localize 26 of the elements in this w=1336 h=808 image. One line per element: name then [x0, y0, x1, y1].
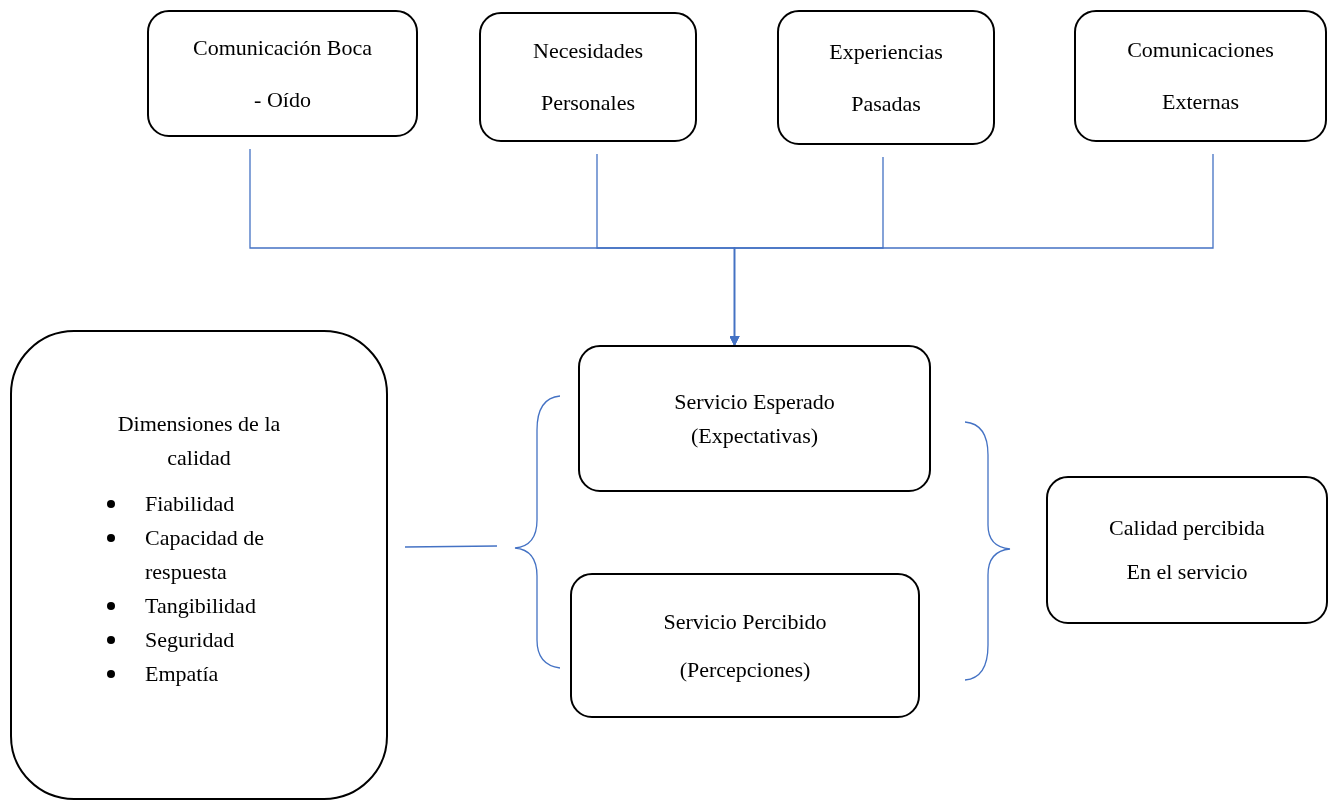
rounded-box [777, 10, 995, 145]
rounded-box [1046, 476, 1328, 624]
box-text: Calidad percibida [1109, 514, 1265, 542]
list-item: Capacidad de respuesta [145, 524, 266, 586]
rounded-box [570, 573, 920, 718]
rounded-box [10, 330, 388, 800]
list-item: Fiabilidad [145, 490, 236, 518]
box-text: Necesidades Personales [532, 37, 644, 117]
box-text: (Percepciones) [679, 655, 811, 684]
list-item: Empatía [145, 660, 220, 688]
box-text: (Expectativas) [690, 421, 819, 450]
rounded-box [147, 10, 418, 137]
box-text: Comunicaciones Externas [1126, 36, 1275, 116]
box-text: Servicio Esperado [674, 387, 835, 416]
box-text: Experiencias Pasadas [828, 37, 944, 118]
rounded-box [578, 345, 931, 492]
connector-line [729, 153, 1214, 346]
rounded-box [479, 12, 697, 142]
box-heading: Dimensiones de la calidad [116, 410, 282, 472]
list-item: Seguridad [145, 626, 236, 654]
box-text: En el servicio [1126, 558, 1248, 586]
list-item: Tangibilidad [145, 592, 257, 620]
box-text: Servicio Percibido [663, 607, 827, 636]
rounded-box [1074, 10, 1327, 142]
connector-line [404, 545, 498, 548]
box-text: Comunicación Boca - Oído [192, 33, 373, 114]
